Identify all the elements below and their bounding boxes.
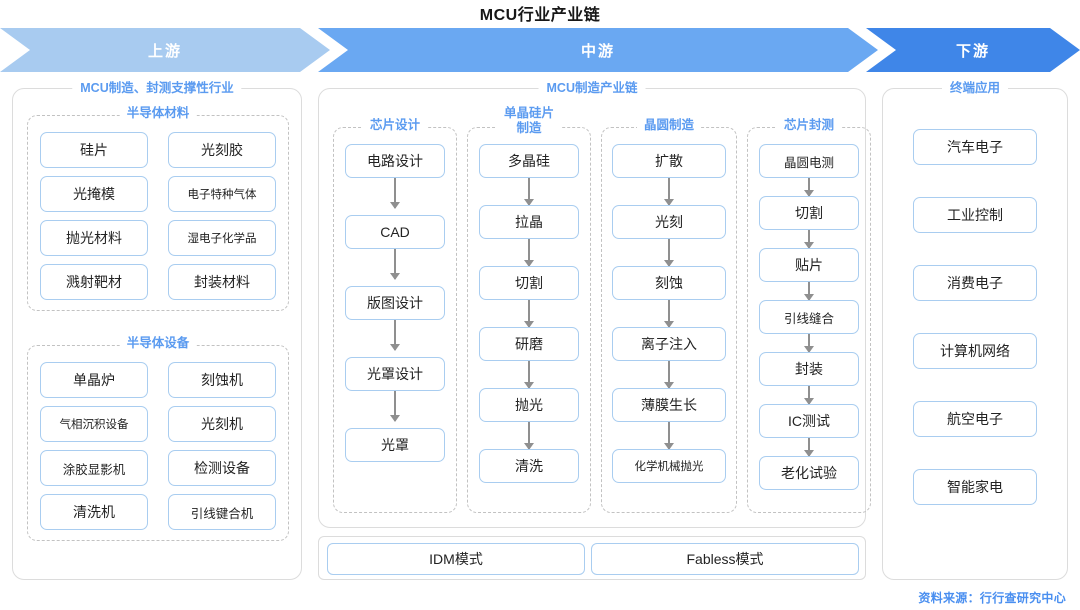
- process-step[interactable]: 拉晶: [479, 205, 579, 239]
- subgroup-title-wafer-fabrication: 晶圆制造: [636, 117, 702, 133]
- material-chip[interactable]: 光刻胶: [168, 132, 276, 168]
- flow-arrow-icon: [390, 249, 400, 280]
- subgroup-title-chip-design: 芯片设计: [362, 117, 428, 133]
- equipment-chip[interactable]: 刻蚀机: [168, 362, 276, 398]
- flow-arrow-icon: [524, 178, 534, 206]
- process-step[interactable]: 贴片: [759, 248, 859, 282]
- process-step[interactable]: IC测试: [759, 404, 859, 438]
- stage-chevron-midstream[interactable]: 中游: [318, 28, 878, 72]
- flow-arrow-icon: [524, 300, 534, 328]
- group-title-upstream: MCU制造、封测支撑性行业: [72, 79, 242, 97]
- flow-arrow-icon: [804, 230, 814, 249]
- group-midstream: MCU制造产业链 芯片设计 电路设计 CAD 版图设计 光罩设计 光罩 单晶硅片…: [318, 79, 871, 528]
- material-chip[interactable]: 溅射靶材: [40, 264, 148, 300]
- process-step[interactable]: 薄膜生长: [612, 388, 726, 422]
- stage-label-downstream: 下游: [955, 42, 990, 60]
- process-step[interactable]: 抛光: [479, 388, 579, 422]
- subgroup-title-line-1: 单晶硅片: [503, 106, 555, 120]
- flow-arrow-icon: [390, 391, 400, 422]
- flow-arrow-icon: [804, 386, 814, 405]
- flow-arrow-icon: [804, 438, 814, 457]
- stage-label-midstream: 中游: [580, 42, 615, 60]
- business-model-fabless[interactable]: Fabless模式: [591, 543, 859, 575]
- source-note: 资料来源：行行查研究中心: [918, 591, 1066, 605]
- process-step[interactable]: 光刻: [612, 205, 726, 239]
- process-step[interactable]: 离子注入: [612, 327, 726, 361]
- application-chip[interactable]: 智能家电: [913, 469, 1037, 505]
- flow-arrow-icon: [664, 178, 674, 206]
- equipment-chip[interactable]: 清洗机: [40, 494, 148, 530]
- material-chip[interactable]: 电子特种气体: [168, 176, 276, 212]
- subgroup-semiconductor-equipment: 半导体设备 单晶炉 刻蚀机 气相沉积设备 光刻机 涂胶显影机 检测设备 清洗机 …: [27, 335, 289, 541]
- value-chain-banner: 上游 中游 下游: [0, 28, 1080, 72]
- material-chip[interactable]: 湿电子化学品: [168, 220, 276, 256]
- process-step[interactable]: 化学机械抛光: [612, 449, 726, 483]
- subgroup-title-mono-silicon-wafer: 单晶硅片 制造: [496, 106, 562, 136]
- subgroup-title-materials: 半导体材料: [119, 105, 197, 121]
- flow-arrow-icon: [524, 422, 534, 450]
- flow-arrow-icon: [664, 361, 674, 389]
- stage-chevron-downstream[interactable]: 下游: [866, 28, 1080, 72]
- subgroup-wafer-fabrication: 晶圆制造 扩散 光刻 刻蚀 离子注入 薄膜生长 化学机械抛光: [601, 117, 737, 513]
- application-chip[interactable]: 消费电子: [913, 265, 1037, 301]
- group-title-midstream: MCU制造产业链: [538, 79, 646, 97]
- process-step[interactable]: 刻蚀: [612, 266, 726, 300]
- process-step[interactable]: 切割: [479, 266, 579, 300]
- process-step[interactable]: 引线缝合: [759, 300, 859, 334]
- equipment-chip[interactable]: 气相沉积设备: [40, 406, 148, 442]
- flow-arrow-icon: [664, 300, 674, 328]
- process-step[interactable]: 切割: [759, 196, 859, 230]
- flow-arrow-icon: [664, 422, 674, 450]
- flow-arrow-icon: [524, 239, 534, 267]
- process-step[interactable]: 光罩设计: [345, 357, 445, 391]
- process-step[interactable]: 清洗: [479, 449, 579, 483]
- equipment-chip[interactable]: 检测设备: [168, 450, 276, 486]
- process-step[interactable]: 多晶硅: [479, 144, 579, 178]
- process-step[interactable]: CAD: [345, 215, 445, 249]
- flow-arrow-icon: [804, 334, 814, 353]
- process-step[interactable]: 封装: [759, 352, 859, 386]
- flow-arrow-icon: [524, 361, 534, 389]
- application-chip[interactable]: 计算机网络: [913, 333, 1037, 369]
- subgroup-title-line-2: 制造: [516, 121, 542, 135]
- application-chip[interactable]: 汽车电子: [913, 129, 1037, 165]
- equipment-chip[interactable]: 光刻机: [168, 406, 276, 442]
- equipment-chip[interactable]: 单晶炉: [40, 362, 148, 398]
- subgroup-chip-packaging-test: 芯片封测 晶圆电测 切割 贴片 引线缝合 封装 IC测试 老化试验: [747, 117, 871, 513]
- equipment-chip[interactable]: 引线键合机: [168, 494, 276, 530]
- material-chip[interactable]: 硅片: [40, 132, 148, 168]
- group-upstream: MCU制造、封测支撑性行业 半导体材料 硅片 光刻胶 光掩模 电子特种气体 抛光…: [12, 79, 302, 580]
- business-model-idm[interactable]: IDM模式: [327, 543, 585, 575]
- process-step[interactable]: 电路设计: [345, 144, 445, 178]
- subgroup-title-chip-packaging-test: 芯片封测: [776, 117, 842, 133]
- equipment-chip[interactable]: 涂胶显影机: [40, 450, 148, 486]
- process-step[interactable]: 版图设计: [345, 286, 445, 320]
- flow-arrow-icon: [390, 320, 400, 351]
- group-downstream: 终端应用 汽车电子 工业控制 消费电子 计算机网络 航空电子 智能家电: [882, 79, 1068, 580]
- group-business-models: IDM模式 Fabless模式: [318, 536, 866, 580]
- application-chip[interactable]: 工业控制: [913, 197, 1037, 233]
- flow-arrow-icon: [804, 178, 814, 197]
- stage-label-upstream: 上游: [147, 42, 182, 60]
- subgroup-semiconductor-materials: 半导体材料 硅片 光刻胶 光掩模 电子特种气体 抛光材料 湿电子化学品 溅射靶材…: [27, 105, 289, 311]
- page-title: MCU行业产业链: [479, 7, 601, 24]
- subgroup-chip-design: 芯片设计 电路设计 CAD 版图设计 光罩设计 光罩: [333, 117, 457, 513]
- material-chip[interactable]: 抛光材料: [40, 220, 148, 256]
- process-step[interactable]: 老化试验: [759, 456, 859, 490]
- material-chip[interactable]: 光掩模: [40, 176, 148, 212]
- subgroup-title-equipment: 半导体设备: [119, 335, 197, 351]
- stage-chevron-upstream[interactable]: 上游: [0, 28, 330, 72]
- process-step[interactable]: 研磨: [479, 327, 579, 361]
- application-chip[interactable]: 航空电子: [913, 401, 1037, 437]
- material-chip[interactable]: 封装材料: [168, 264, 276, 300]
- process-step[interactable]: 光罩: [345, 428, 445, 462]
- process-step[interactable]: 晶圆电测: [759, 144, 859, 178]
- group-title-downstream: 终端应用: [941, 79, 1009, 97]
- process-step[interactable]: 扩散: [612, 144, 726, 178]
- flow-arrow-icon: [664, 239, 674, 267]
- flow-arrow-icon: [804, 282, 814, 301]
- flow-arrow-icon: [390, 178, 400, 209]
- subgroup-mono-silicon-wafer: 单晶硅片 制造 多晶硅 拉晶 切割 研磨 抛光 清洗: [467, 106, 591, 513]
- chain-board: MCU制造、封测支撑性行业 半导体材料 硅片 光刻胶 光掩模 电子特种气体 抛光…: [0, 78, 1080, 588]
